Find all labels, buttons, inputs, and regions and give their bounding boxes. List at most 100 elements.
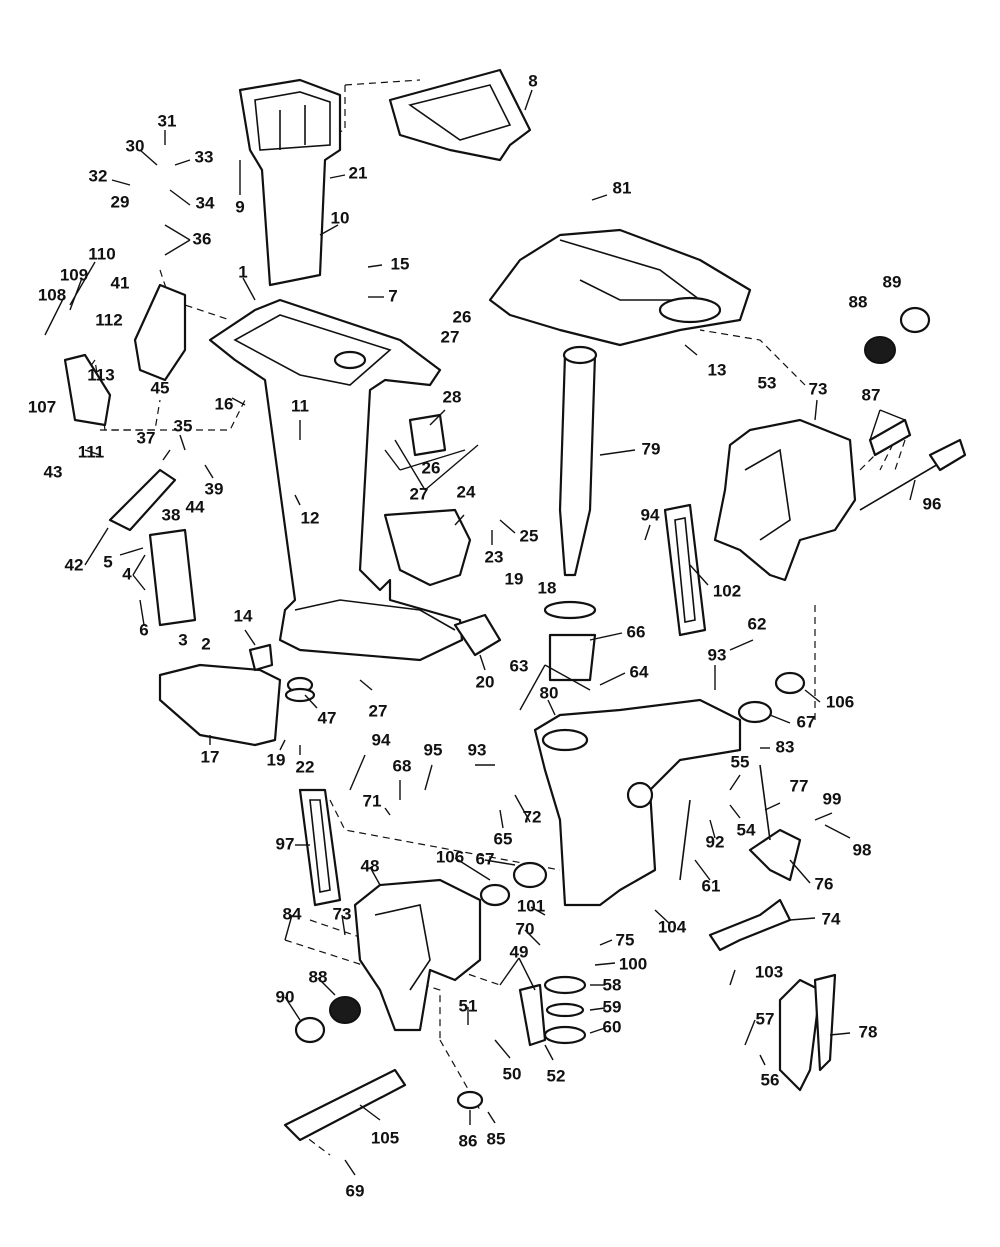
callout-17: 17 xyxy=(201,747,220,766)
callout-41: 41 xyxy=(111,273,130,292)
part-clamp-ring-58 xyxy=(543,975,587,1045)
callout-12: 12 xyxy=(301,508,320,527)
callout-10: 10 xyxy=(331,208,350,227)
callout-37: 37 xyxy=(137,428,156,447)
callout-22: 22 xyxy=(296,757,315,776)
part-tube-87 xyxy=(868,418,912,457)
part-bushing-66 xyxy=(543,600,597,682)
callout-11: 11 xyxy=(291,396,309,415)
callout-62: 62 xyxy=(748,614,767,633)
callout-1: 1 xyxy=(238,262,247,281)
callout-43: 43 xyxy=(44,462,63,481)
callout-66: 66 xyxy=(627,622,646,641)
callout-106: 106 xyxy=(436,847,464,866)
callout-109: 109 xyxy=(60,265,88,284)
part-nut-90 xyxy=(294,1016,326,1044)
callout-5: 5 xyxy=(103,552,112,571)
callout-48: 48 xyxy=(361,856,380,875)
part-clamp-bracket-48 xyxy=(353,878,482,1032)
callout-74: 74 xyxy=(822,909,841,928)
callout-68: 68 xyxy=(393,756,412,775)
callout-106: 106 xyxy=(826,692,854,711)
callout-61: 61 xyxy=(702,876,721,895)
callout-28: 28 xyxy=(443,387,462,406)
callout-76: 76 xyxy=(815,874,834,893)
callout-45: 45 xyxy=(151,378,170,397)
callout-2: 2 xyxy=(201,634,210,653)
part-washer-86 xyxy=(456,1090,484,1110)
callout-58: 58 xyxy=(603,975,622,994)
callout-88: 88 xyxy=(309,967,328,986)
callout-27: 27 xyxy=(441,327,460,346)
callout-36: 36 xyxy=(193,229,212,248)
callout-65: 65 xyxy=(494,829,513,848)
part-clamp-bracket-53 xyxy=(713,418,857,582)
callout-67: 67 xyxy=(797,712,816,731)
callout-105: 105 xyxy=(371,1128,399,1147)
part-nut-89 xyxy=(899,306,931,334)
callout-35: 35 xyxy=(174,416,193,435)
callout-72: 72 xyxy=(523,807,542,826)
callout-111: 111 xyxy=(78,442,105,461)
callout-30: 30 xyxy=(126,136,145,155)
part-bracket-78 xyxy=(778,973,837,1092)
callout-3: 3 xyxy=(178,630,187,649)
part-washer-106 xyxy=(479,671,806,907)
part-spring-77 xyxy=(759,764,771,841)
callout-53: 53 xyxy=(758,373,777,392)
callout-19: 19 xyxy=(267,750,286,769)
part-bracket-24 xyxy=(383,508,472,587)
callout-87: 87 xyxy=(862,385,881,404)
callout-56: 56 xyxy=(761,1070,780,1089)
callout-107: 107 xyxy=(28,397,56,416)
callout-55: 55 xyxy=(731,752,750,771)
part-nut-88 xyxy=(329,336,896,1024)
callout-20: 20 xyxy=(476,672,495,691)
callout-6: 6 xyxy=(139,620,148,639)
callout-33: 33 xyxy=(195,147,214,166)
callout-49: 49 xyxy=(510,942,529,961)
callout-51: 51 xyxy=(459,996,478,1015)
callout-57: 57 xyxy=(756,1009,775,1028)
part-lever-74 xyxy=(708,898,792,952)
callout-97: 97 xyxy=(276,834,295,853)
part-tilt-lever-38 xyxy=(108,468,177,532)
callout-7: 7 xyxy=(388,286,397,305)
part-link-97 xyxy=(298,788,342,907)
callout-50: 50 xyxy=(503,1064,522,1083)
callout-14: 14 xyxy=(234,606,253,625)
callout-86: 86 xyxy=(459,1131,478,1150)
part-adapter-housing-1 xyxy=(208,298,464,662)
part-swivel-bracket-13 xyxy=(488,228,752,347)
part-bracket-20 xyxy=(453,613,502,657)
callout-42: 42 xyxy=(65,555,84,574)
callout-71: 71 xyxy=(363,791,382,810)
callout-44: 44 xyxy=(186,497,205,516)
callout-60: 60 xyxy=(603,1017,622,1036)
callout-94: 94 xyxy=(372,730,391,749)
callout-113: 113 xyxy=(87,365,114,384)
part-steering-shaft-79 xyxy=(558,345,598,577)
callout-110: 110 xyxy=(88,244,115,263)
callout-108: 108 xyxy=(38,285,66,304)
callout-102: 102 xyxy=(713,581,741,600)
part-lower-cover-17 xyxy=(158,663,282,747)
callout-93: 93 xyxy=(468,740,487,759)
part-bushing-67 xyxy=(512,700,773,889)
callout-59: 59 xyxy=(603,997,622,1016)
part-grip-3 xyxy=(148,528,197,627)
callout-29: 29 xyxy=(111,192,130,211)
callout-77: 77 xyxy=(790,776,809,795)
callout-32: 32 xyxy=(89,166,108,185)
callout-95: 95 xyxy=(424,740,443,759)
callout-98: 98 xyxy=(853,840,872,859)
part-bar-105 xyxy=(283,1068,407,1142)
part-grommet-47 xyxy=(284,676,316,703)
callout-47: 47 xyxy=(318,708,337,727)
part-plug-14 xyxy=(248,643,274,672)
callout-81: 81 xyxy=(613,178,632,197)
leader-lines xyxy=(44,89,916,1176)
part-swivel-housing-80 xyxy=(533,698,742,907)
callout-89: 89 xyxy=(883,272,902,291)
